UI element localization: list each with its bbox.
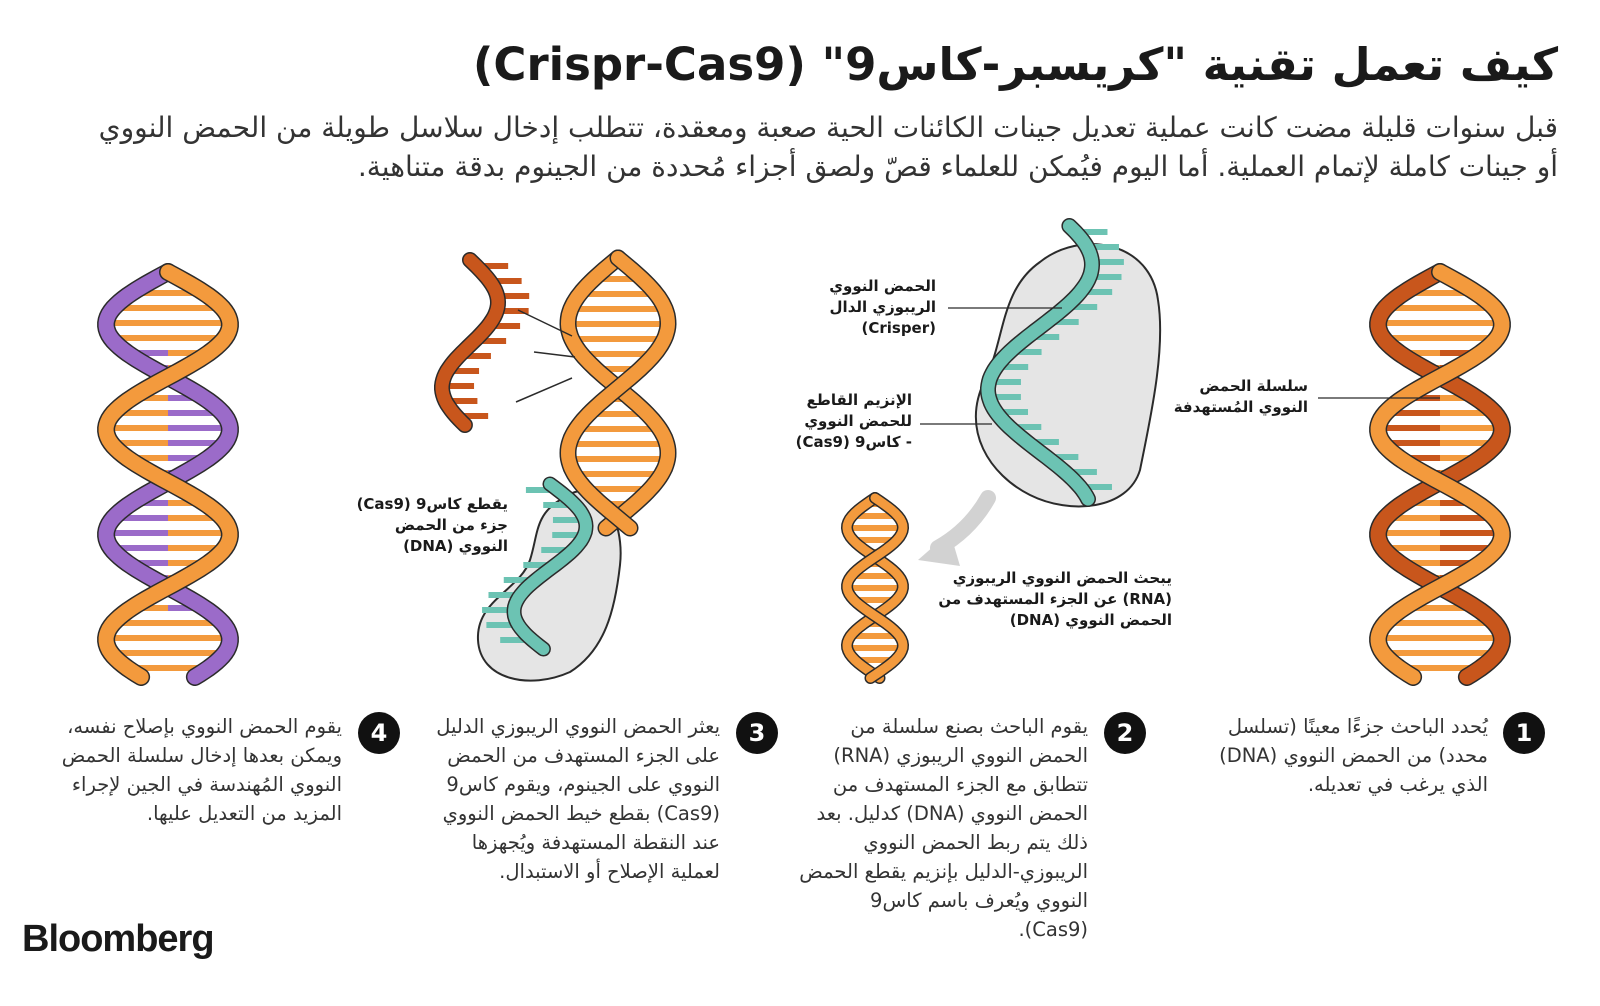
dna-helices <box>97 218 1511 686</box>
step-3-badge: 3 <box>736 712 778 754</box>
step-4-badge: 4 <box>358 712 400 754</box>
step-2-text: يقوم الباحث بصنع سلسلة من الحمض النووي ا… <box>799 715 1088 941</box>
dna-step1-strand <box>1370 264 1510 685</box>
dna-step2-strand <box>842 493 908 683</box>
rna-step3-strand <box>508 478 593 655</box>
page-title: كيف تعمل تقنية "كريسبر-كاس9" (Crispr-Cas… <box>472 38 1558 91</box>
process-arrow-head <box>918 532 960 566</box>
cut-line <box>533 351 576 358</box>
label-guide-rna: الحمض النووي الريبوزي الدال (Crisper) <box>829 277 936 337</box>
bloomberg-logo: Bloomberg <box>22 918 215 960</box>
dna-fragment-strand <box>435 253 505 432</box>
label-rna-search: يبحث الحمض النووي الريبوزي (RNA) عن الجز… <box>938 569 1172 629</box>
step-2-badge: 2 <box>1104 712 1146 754</box>
cut-line <box>515 377 573 403</box>
cut-line <box>517 309 573 337</box>
intro-paragraph: قبل سنوات قليلة مضت كانت عملية تعديل جين… <box>98 111 1558 183</box>
label-cas9-cut: يقطع كاس9 (Cas9) جزء من الحمض النووي (DN… <box>356 495 508 555</box>
label-cas9-enzyme: الإنزيم القاطع للحمض النووي - كاس9 (Cas9… <box>795 391 912 451</box>
dna-step2-strand <box>842 493 908 683</box>
step-3-text: يعثر الحمض النووي الريبوزي الدليل على ال… <box>436 715 720 883</box>
step-4-text: يقوم الحمض النووي بإصلاح نفسه، ويمكن بعد… <box>61 715 342 825</box>
dna-step4-strand <box>98 264 238 685</box>
label-target-dna: سلسلة الحمض النووي المُستهدفة <box>1173 377 1308 416</box>
step-1-badge: 1 <box>1503 712 1545 754</box>
dna-step1-strand <box>1370 264 1510 685</box>
dna-step3-strand <box>560 251 676 535</box>
dna-step4-strand <box>98 264 238 685</box>
rna-guide-strand <box>981 219 1099 506</box>
step-1-text: يُحدد الباحث جزءًا معينًا (تسلسل محدد) م… <box>1219 715 1488 796</box>
